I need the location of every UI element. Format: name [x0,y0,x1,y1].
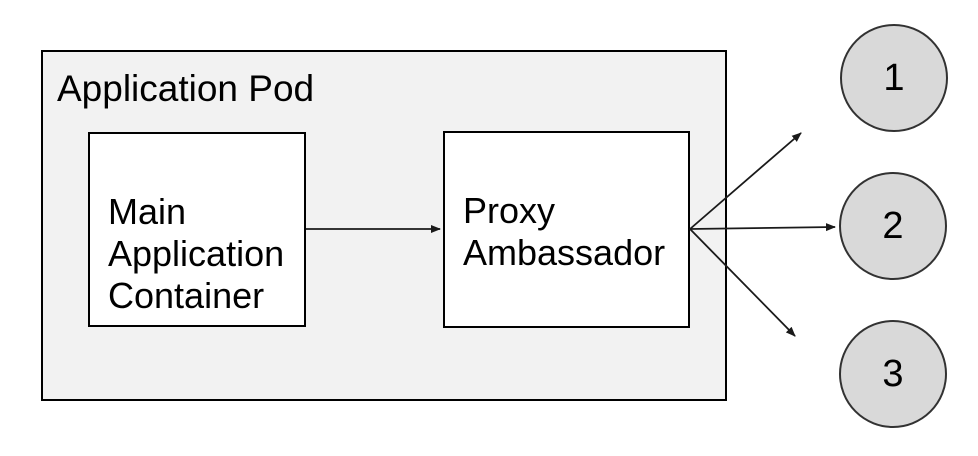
node-proxy-ambassador-label: Proxy Ambassador [463,190,666,273]
endpoint-circle-2: 2 [839,172,947,280]
node-main-application-container-label: Main Application Container [108,191,285,316]
endpoint-circle-1: 1 [840,24,948,132]
endpoint-circle-3-label: 3 [882,352,904,395]
application-pod-title: Application Pod [57,68,315,109]
endpoint-circle-3: 3 [839,320,947,428]
node-main-application-container: Main Application Container [88,132,306,327]
endpoint-circle-2-label: 2 [882,204,904,247]
endpoint-circle-1-label: 1 [883,56,905,99]
node-proxy-ambassador: Proxy Ambassador [443,131,690,328]
